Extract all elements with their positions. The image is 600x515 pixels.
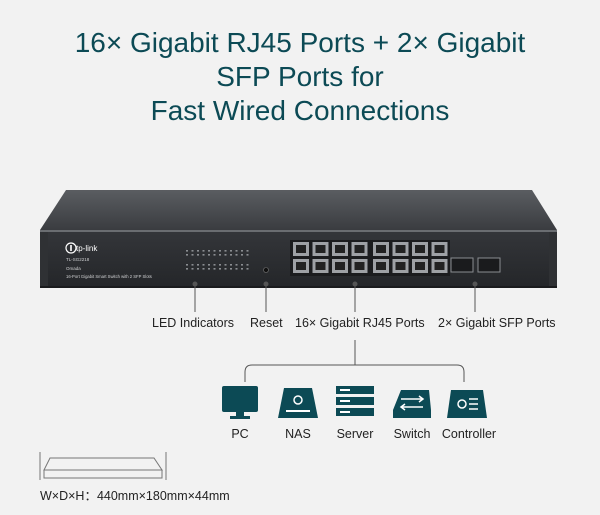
rj45-port <box>332 259 348 273</box>
led-dot <box>219 250 221 252</box>
tplink-logo <box>65 242 77 254</box>
led-dot <box>219 264 221 266</box>
device-label-switch: Switch <box>393 427 431 441</box>
led-dot <box>241 264 243 266</box>
led-dot <box>230 264 232 266</box>
device-label-pc: PC <box>231 427 249 441</box>
led-dot <box>246 254 249 256</box>
led-dot <box>186 254 188 256</box>
led-dot <box>230 250 232 252</box>
dimension-outline <box>39 452 167 480</box>
led-dot <box>224 254 227 256</box>
reset-label: Reset <box>250 316 283 330</box>
led-dot <box>219 268 221 270</box>
led-dot <box>246 268 249 270</box>
led-dot <box>208 254 210 256</box>
led-dot <box>224 250 227 252</box>
led-dot <box>202 254 205 256</box>
server-icon <box>336 386 374 416</box>
series-text: Omada <box>66 266 81 271</box>
rj45-port <box>293 259 309 273</box>
led-dot <box>235 268 238 270</box>
led-dot <box>224 264 227 266</box>
rj45-port <box>351 242 368 256</box>
reset-button <box>263 267 269 273</box>
led-dot <box>186 250 188 252</box>
rj45-ports <box>293 242 448 273</box>
led-indicators <box>186 250 249 270</box>
led-dot <box>241 250 243 252</box>
led-dot <box>213 250 216 252</box>
led-dot <box>230 254 232 256</box>
rj45-port <box>332 242 348 256</box>
brand-text: tp-link <box>76 244 98 253</box>
dimensions-text: W×D×H：440mm×180mm×44mm <box>40 489 230 503</box>
led-dot <box>191 254 194 256</box>
monitor-icon <box>222 386 258 419</box>
led-dot <box>224 268 227 270</box>
sfp-port <box>477 257 501 273</box>
rj45-port <box>412 242 428 256</box>
device-label-server: Server <box>336 427 374 441</box>
led-dot <box>235 250 238 252</box>
led-dot <box>235 254 238 256</box>
led-dot <box>213 268 216 270</box>
rj45-port <box>431 242 448 256</box>
led-dot <box>202 264 205 266</box>
rj45-port <box>392 242 409 256</box>
rj45-ports-label: 16× Gigabit RJ45 Ports <box>295 316 425 330</box>
led-dot <box>202 268 205 270</box>
device-label-nas: NAS <box>285 427 311 441</box>
rj45-port <box>412 259 428 273</box>
headline-line-2: SFP Ports for <box>216 61 384 92</box>
led-dot <box>208 264 210 266</box>
led-dot <box>197 250 199 252</box>
led-dot <box>246 250 249 252</box>
sfp-ports <box>450 257 501 273</box>
led-dot <box>235 264 238 266</box>
rj45-port <box>431 259 448 273</box>
led-dot <box>208 250 210 252</box>
led-dot <box>191 268 194 270</box>
switch-top-surface <box>40 190 557 230</box>
led-indicators-label: LED Indicators <box>152 316 234 330</box>
led-dot <box>197 268 199 270</box>
rj45-port <box>373 259 389 273</box>
switch-icon <box>393 390 431 418</box>
led-dot <box>186 268 188 270</box>
led-dot <box>202 250 205 252</box>
led-dot <box>213 264 216 266</box>
rj45-port <box>373 242 389 256</box>
led-dot <box>213 254 216 256</box>
nas-icon <box>278 388 318 418</box>
led-dot <box>208 268 210 270</box>
rj45-port <box>312 259 329 273</box>
controller-icon <box>447 390 487 418</box>
led-dot <box>230 268 232 270</box>
led-dot <box>197 254 199 256</box>
headline-line-3: Fast Wired Connections <box>150 95 450 126</box>
description-text: 16-Port Gigabit Smart Switch with 2 SFP … <box>66 274 152 279</box>
led-dot <box>191 264 194 266</box>
model-text: TL-SG2218 <box>66 257 90 262</box>
headline: 16× Gigabit RJ45 Ports + 2× Gigabit SFP … <box>0 26 600 128</box>
led-dot <box>241 254 243 256</box>
rj45-port <box>312 242 329 256</box>
led-dot <box>219 254 221 256</box>
led-dot <box>246 264 249 266</box>
rj45-port <box>392 259 409 273</box>
rj45-port <box>351 259 368 273</box>
led-dot <box>186 264 188 266</box>
sfp-ports-label: 2× Gigabit SFP Ports <box>438 316 556 330</box>
led-dot <box>241 268 243 270</box>
led-dot <box>191 250 194 252</box>
rj45-port <box>293 242 309 256</box>
led-dot <box>197 264 199 266</box>
device-label-controller: Controller <box>441 427 497 441</box>
headline-line-1: 16× Gigabit RJ45 Ports + 2× Gigabit <box>74 27 526 58</box>
sfp-port <box>450 257 474 273</box>
